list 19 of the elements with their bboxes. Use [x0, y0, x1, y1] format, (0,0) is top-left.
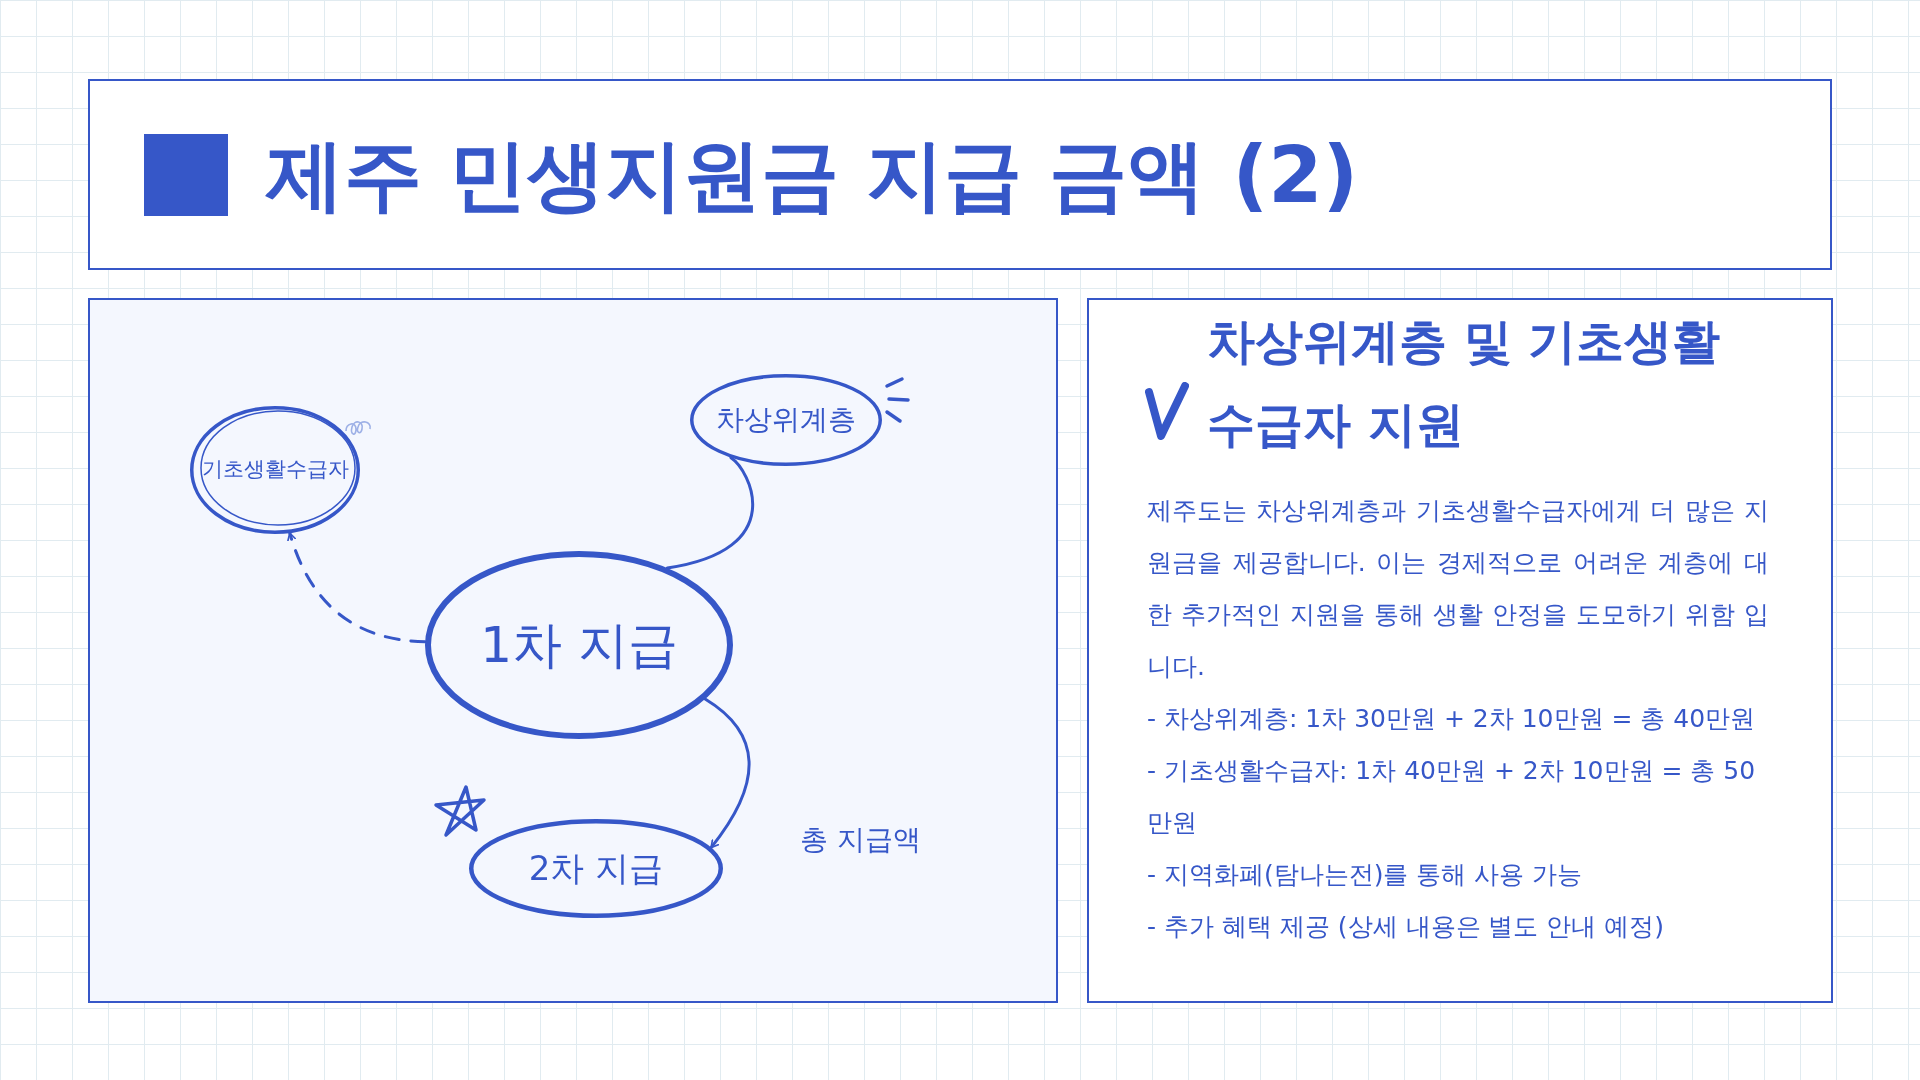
panel-heading: 차상위계층 및 기초생활 수급자 지원: [1207, 312, 1722, 454]
bullet-item: - 기초생활수급자: 1차 40만원 + 2차 10만원 = 총 50 만원: [1147, 755, 1757, 839]
curved-arrow: [703, 697, 751, 850]
node-label: 2차 지급: [528, 847, 664, 890]
info-panel: [1087, 298, 1833, 1003]
paragraph: 제주도는 차상위계층과 기초생활수급자에게 더 많은 지원금을 제공합니다. 이는 경제적으로 어려운 계층에 대한 추가적인 지원을 통해 생활 안정을 도모하기 위함 입니다.: [1147, 495, 1769, 683]
node-label: 기초생활수급자: [201, 456, 349, 484]
node-label: 차상위계층: [716, 402, 856, 438]
curly-line: [665, 456, 754, 570]
circle-node: [190, 406, 360, 534]
bullet-item: - 추가 혜택 제공 (상세 내용은 별도 안내 예정): [1147, 911, 1666, 943]
bullet-item: - 차상위계층: 1차 30만원 + 2차 10만원 = 총 40만원: [1147, 703, 1757, 735]
ellipse-node: [469, 819, 723, 918]
ellipse-node: [690, 374, 882, 466]
dashed-arrow: [287, 531, 427, 644]
title: 제주 민생지원금 지급 금액 (2): [266, 135, 1359, 214]
ellipse-node: [425, 551, 733, 739]
node-label: 1차 지급: [480, 614, 678, 676]
bullet-item: - 지역화폐(탐나는전)를 통해 사용 가능: [1147, 859, 1584, 891]
